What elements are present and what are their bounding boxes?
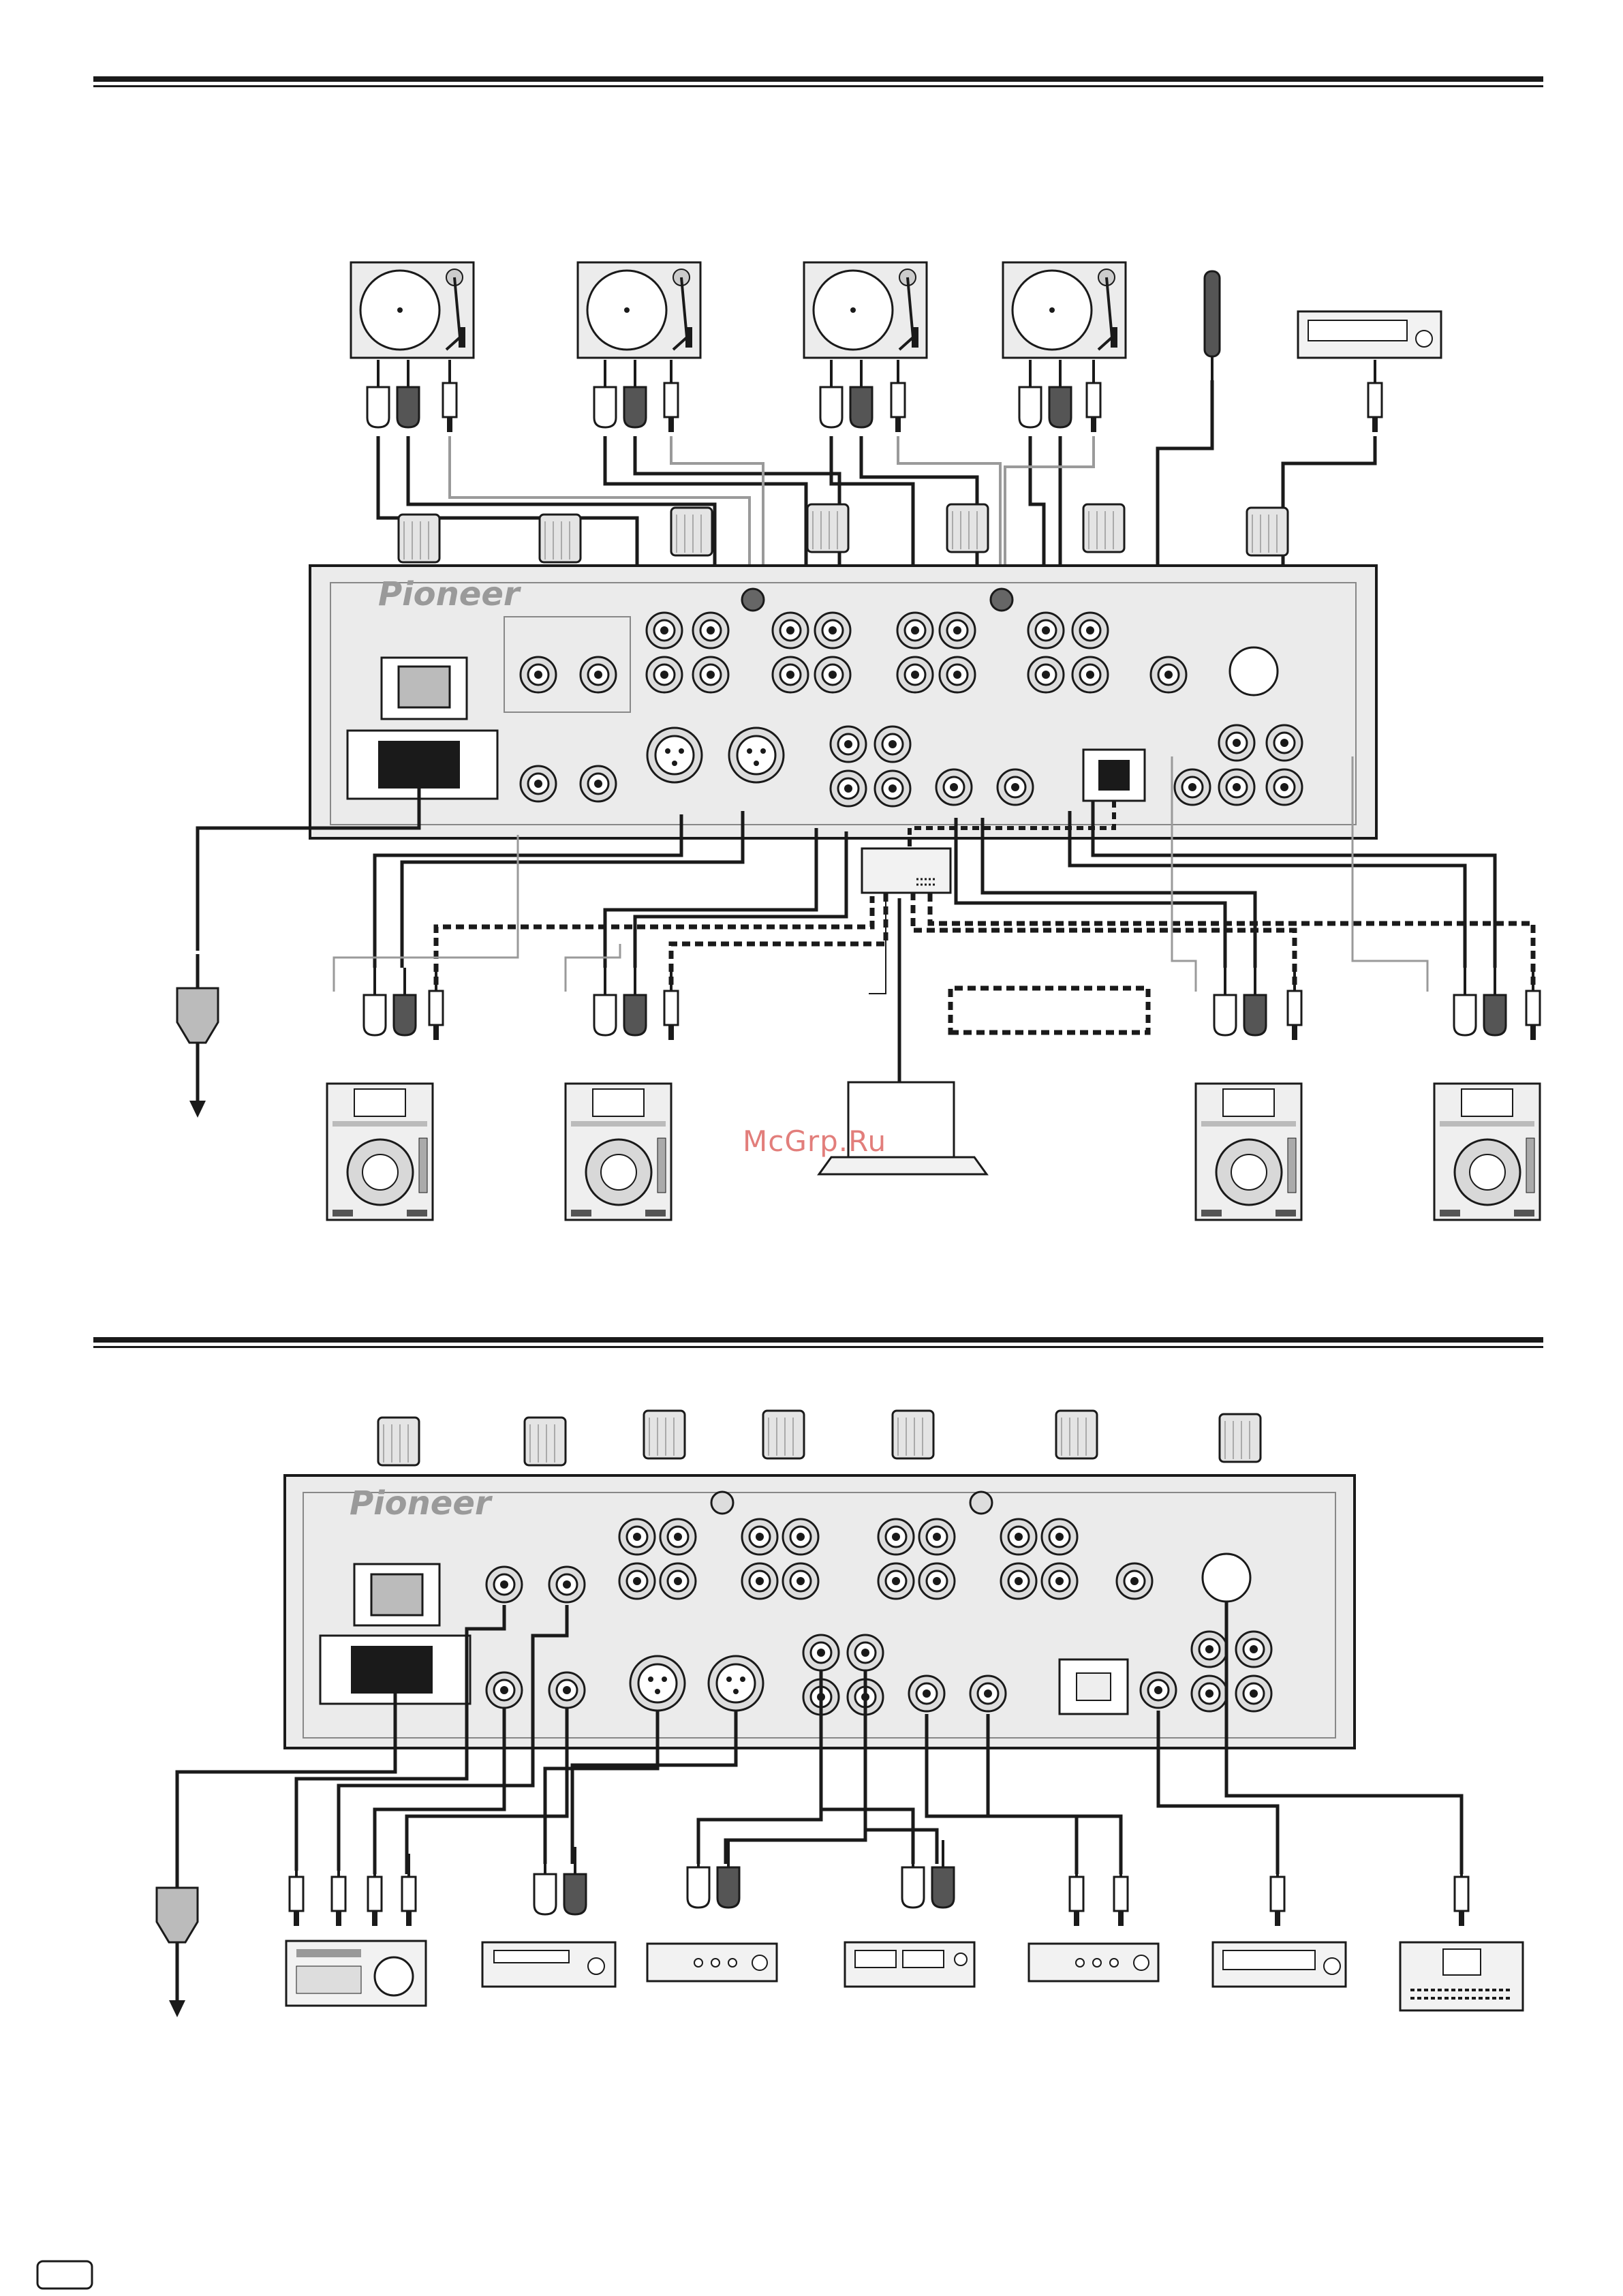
network-hub-icon bbox=[862, 848, 950, 893]
cd-player-icon bbox=[1434, 1084, 1540, 1220]
input-connections-section: Pioneer bbox=[93, 76, 1543, 1220]
tuner-icon bbox=[1298, 311, 1441, 358]
watermark-text: McGrp.Ru bbox=[743, 1124, 886, 1158]
tuner-icon bbox=[1213, 1942, 1346, 1987]
recorder-icon bbox=[845, 1942, 974, 1987]
amplifier-icon bbox=[482, 1942, 615, 1987]
mixer-rear-panel: Pioneer bbox=[310, 504, 1376, 838]
output-connections-section: Pioneer bbox=[37, 1337, 1543, 2289]
brand-logo: Pioneer bbox=[378, 575, 522, 613]
turntable-icon bbox=[578, 262, 700, 358]
page-number-badge bbox=[37, 2261, 92, 2289]
brand-logo: Pioneer bbox=[350, 1484, 493, 1522]
power-plug-icon bbox=[177, 954, 218, 1118]
turntable-icon bbox=[351, 262, 474, 358]
turntable-icon bbox=[1003, 262, 1126, 358]
section-rule-top bbox=[93, 76, 1543, 82]
cd-player-icon bbox=[327, 1084, 433, 1220]
sampler-icon bbox=[286, 1941, 426, 2006]
section-rule-bottom bbox=[93, 1337, 1543, 1343]
cd-player-icon bbox=[566, 1084, 671, 1220]
microphone-icon bbox=[1205, 271, 1220, 380]
amplifier-icon bbox=[647, 1944, 777, 1981]
amplifier-icon bbox=[1029, 1944, 1158, 1981]
power-plug-icon bbox=[157, 1854, 198, 2017]
turntable-icon bbox=[804, 262, 927, 358]
midi-device-icon bbox=[1400, 1942, 1523, 2010]
cd-player-icon bbox=[1196, 1084, 1301, 1220]
